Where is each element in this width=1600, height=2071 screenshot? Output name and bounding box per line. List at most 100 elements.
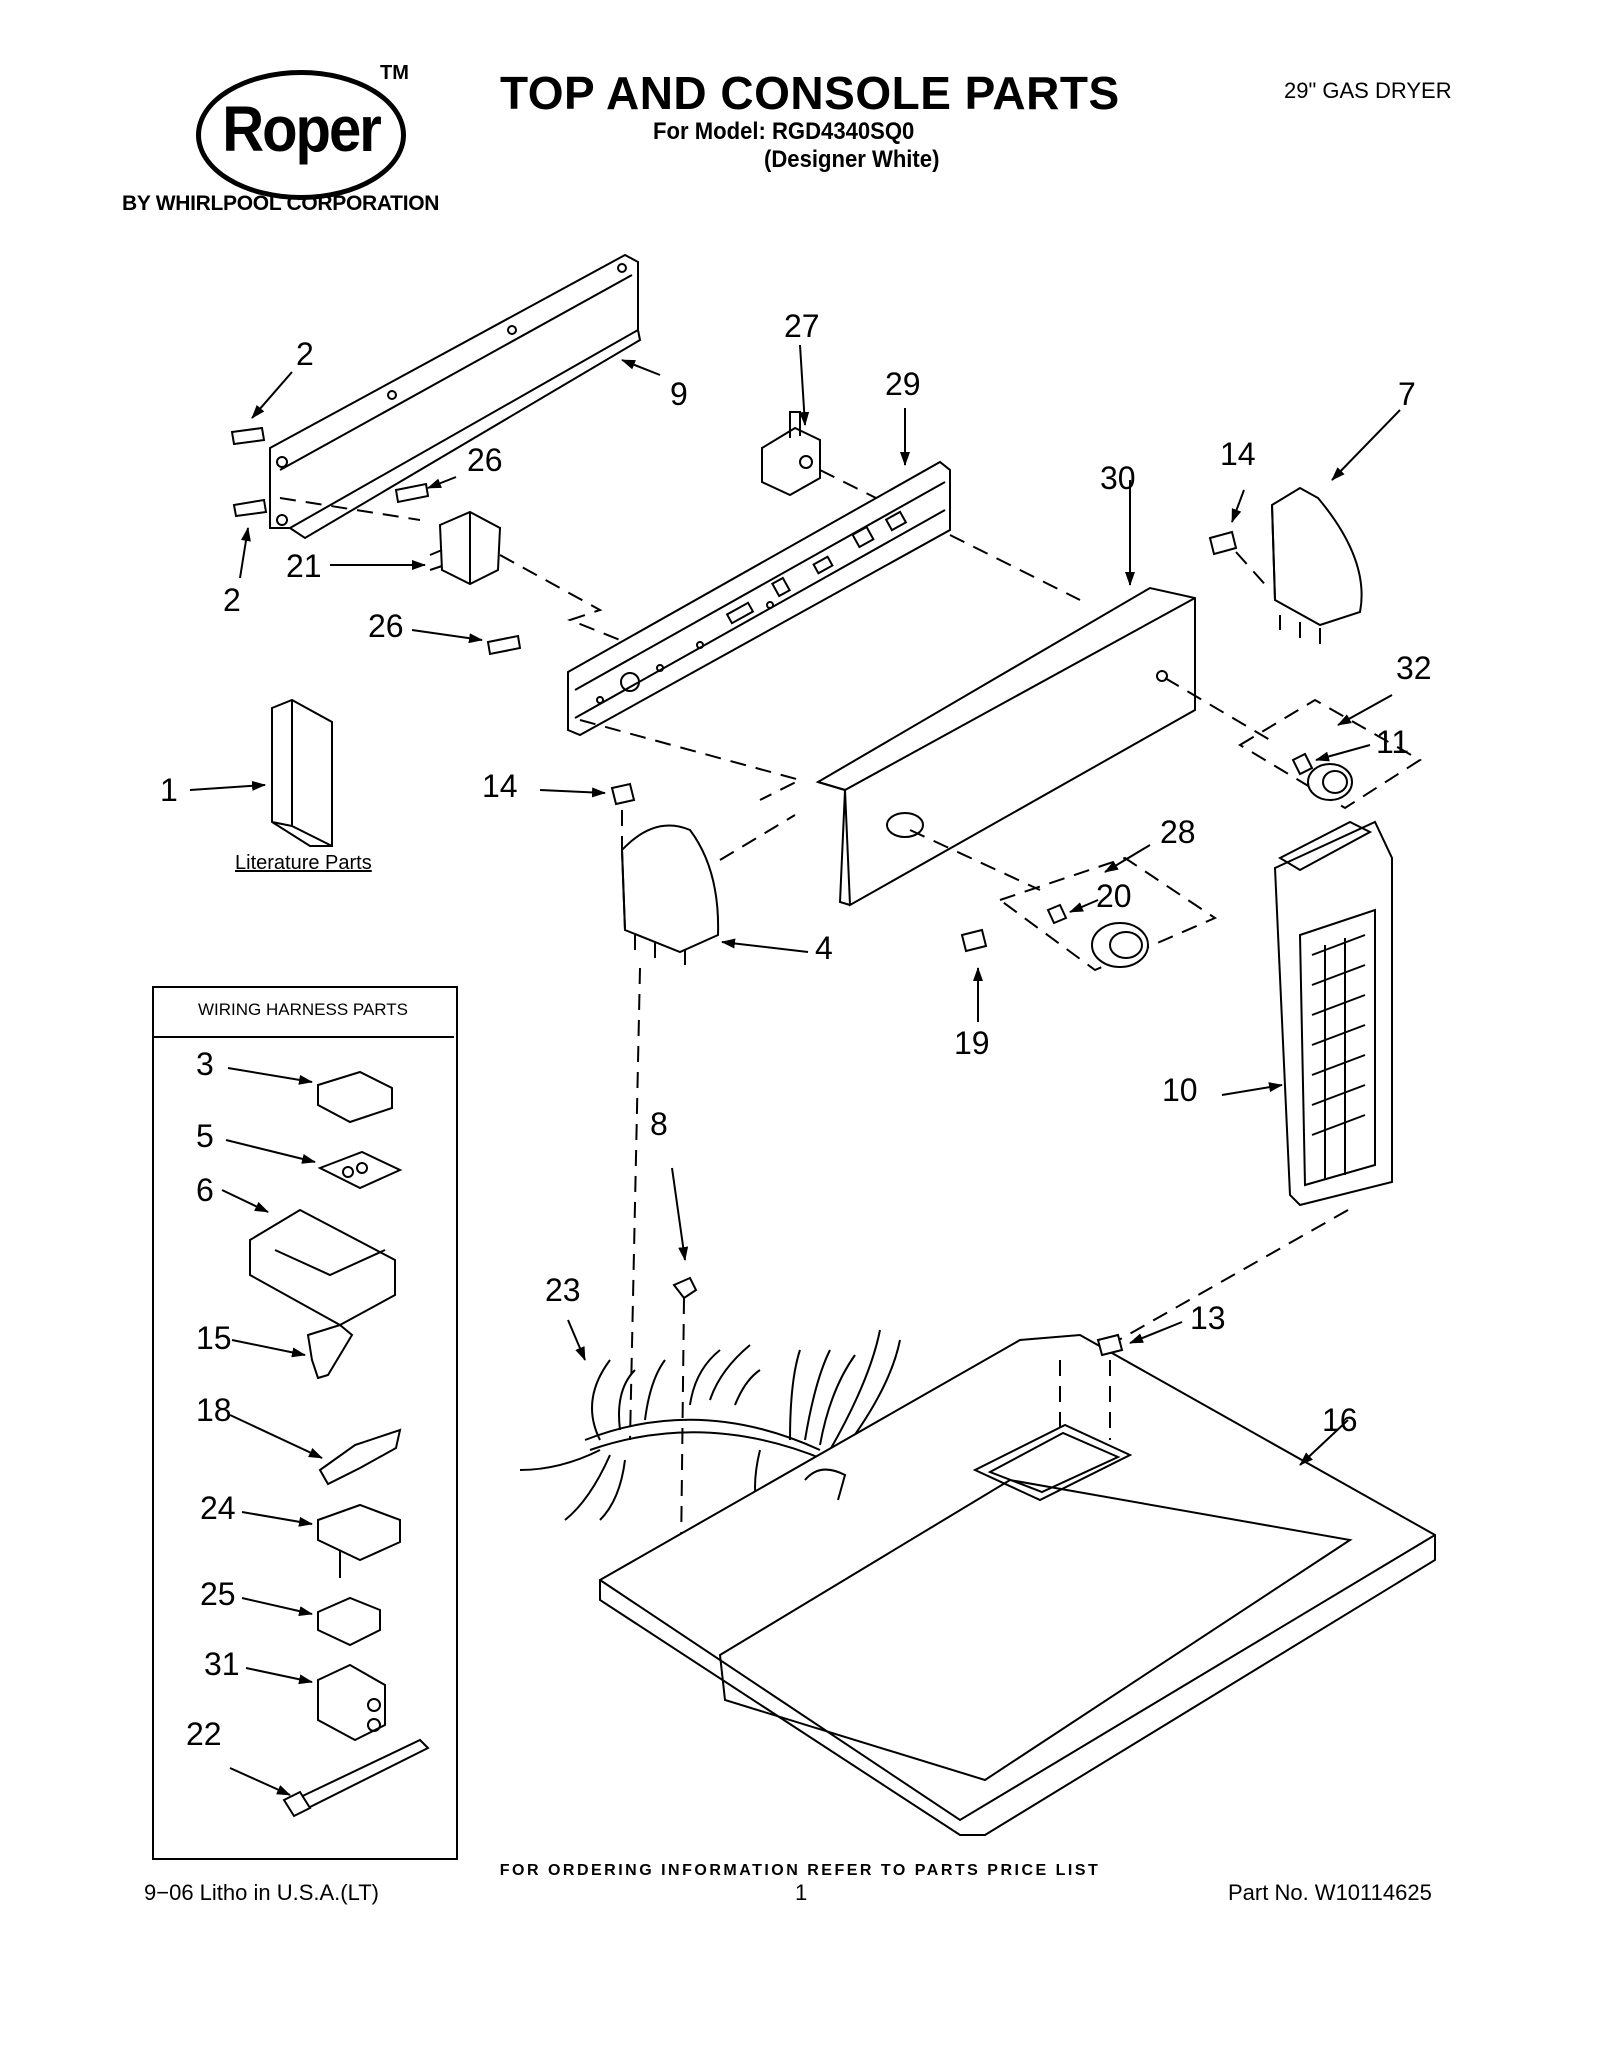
callout-27: 27: [784, 308, 820, 344]
dash-2: [279, 497, 421, 521]
part-28-knob: [1091, 922, 1149, 968]
arrow-15: [231, 1339, 306, 1358]
callout-21: 21: [286, 548, 322, 584]
callout-10: 10: [1162, 1072, 1198, 1108]
arrow-14a: [1231, 489, 1245, 523]
callout-11: 11: [1376, 724, 1410, 760]
wh-part-18: [318, 1428, 402, 1486]
arrow-28: [1104, 844, 1151, 873]
wh-part-25: [317, 1596, 381, 1647]
arrow-7: [1331, 409, 1401, 481]
arrow-16: [1299, 1419, 1349, 1466]
byline: BY WHIRLPOOL CORPORATION: [122, 192, 440, 215]
part-32-knob: [1307, 763, 1353, 801]
callout-28: 28: [1160, 814, 1196, 850]
callout-7: 7: [1398, 376, 1416, 412]
callout-9: 9: [670, 376, 688, 412]
literature-parts-label: Literature Parts: [235, 852, 372, 874]
dash-4-down: [629, 967, 641, 1441]
part-11-knob-insert: [1291, 752, 1314, 776]
part-19-screw: [960, 928, 988, 953]
callout-2-bottom: 2: [223, 582, 241, 618]
wh-callout-25: 25: [200, 1576, 236, 1612]
part-2-screws: [230, 426, 268, 518]
logo-text: Roper: [222, 93, 382, 166]
arrow-1: [189, 780, 266, 791]
part-23-wiring-harness: [519, 1329, 901, 1521]
dash-10: [1109, 1209, 1349, 1346]
part-number: Part No. W10114625: [1228, 1880, 1432, 1905]
arrow-23: [567, 1319, 586, 1361]
dash-14a: [1235, 551, 1271, 591]
callout-2-top: 2: [296, 336, 314, 372]
wh-part-22: [282, 1738, 430, 1818]
callout-16: 16: [1322, 1402, 1358, 1438]
arrow-24: [241, 1511, 313, 1527]
arrow-4: [721, 938, 809, 953]
callout-4: 4: [815, 930, 833, 966]
dash-21: [499, 554, 621, 641]
callout-30: 30: [1100, 460, 1136, 496]
dash-27: [819, 469, 881, 501]
wh-callout-18: 18: [196, 1392, 232, 1428]
arrow-5: [225, 1139, 316, 1164]
arrow-32: [1337, 694, 1393, 726]
callout-23: 23: [545, 1272, 581, 1308]
wiring-harness-box: [152, 986, 458, 1860]
wh-callout-22: 22: [186, 1716, 222, 1752]
callout-14-right: 14: [1220, 436, 1256, 472]
callout-32: 32: [1396, 650, 1432, 686]
arrow-27: [799, 344, 810, 426]
arrow-8: [671, 1167, 689, 1261]
wiring-harness-header: [152, 986, 454, 1038]
product-type: 29" GAS DRYER: [1284, 78, 1452, 103]
litho-info: 9−06 Litho in U.S.A.(LT): [144, 1880, 379, 1905]
part-13-screw: [1096, 1333, 1124, 1357]
arrow-11: [1315, 744, 1371, 762]
arrow-26b: [411, 629, 483, 644]
callout-26-top: 26: [467, 442, 503, 478]
part-26-screw-a: [394, 482, 430, 504]
callout-29: 29: [885, 366, 921, 402]
wh-part-3: [317, 1070, 393, 1124]
part-9-bracket: [269, 253, 642, 540]
arrow-9: [621, 359, 661, 376]
arrow-14b: [539, 787, 606, 798]
part-20-knob-insert: [1046, 903, 1068, 925]
part-7-end-cap-right: [1270, 486, 1363, 644]
wh-callout-15: 15: [196, 1320, 232, 1356]
page-title: TOP AND CONSOLE PARTS: [500, 67, 1120, 119]
arrow-26a: [427, 476, 457, 489]
arrow-20: [1069, 899, 1099, 913]
wh-part-24: [317, 1503, 401, 1578]
part-26-screw-b: [486, 634, 522, 656]
arrow-2a: [251, 371, 293, 419]
wh-part-5: [317, 1150, 403, 1190]
wh-part-15: [306, 1323, 354, 1380]
kit-28-box: [997, 856, 1218, 972]
dash-30: [909, 829, 1041, 891]
wh-part-6: [249, 1208, 396, 1327]
part-14-screw-left: [610, 782, 636, 806]
dash-8-down: [679, 1297, 685, 1641]
arrow-25: [241, 1597, 313, 1616]
part-16-dryer-top: [599, 1333, 1436, 1836]
dash-4: [719, 814, 796, 861]
dash-29: [949, 534, 1081, 601]
wh-part-31: [317, 1663, 386, 1742]
wh-callout-24: 24: [200, 1490, 236, 1526]
part-14-screw-right: [1208, 530, 1238, 556]
color-line: (Designer White): [764, 146, 940, 173]
part-1-literature: [271, 698, 333, 847]
arrow-6: [221, 1189, 269, 1213]
wh-callout-5: 5: [196, 1118, 214, 1154]
part-4-end-cap-left: [620, 824, 720, 965]
arrow-13: [1129, 1321, 1183, 1344]
part-8-clip: [672, 1276, 698, 1300]
page-number: 1: [795, 1880, 808, 1905]
logo-oval: [196, 70, 406, 200]
arrow-22: [229, 1767, 291, 1796]
arrow-3: [227, 1067, 313, 1085]
callout-26-bottom: 26: [368, 608, 404, 644]
